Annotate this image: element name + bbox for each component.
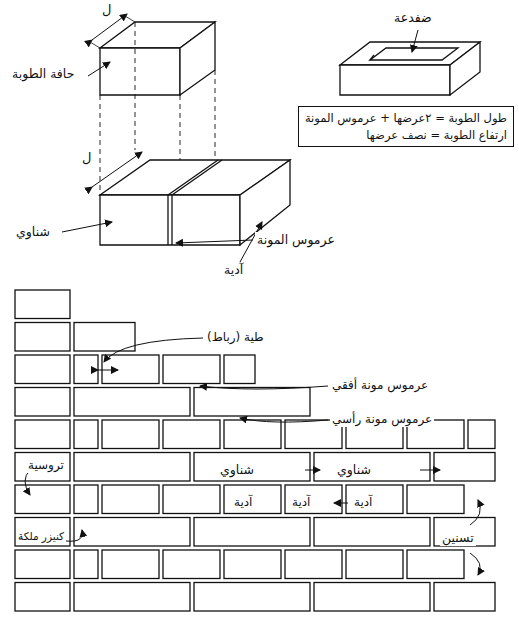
dimension-label: ل	[80, 150, 93, 166]
brick	[74, 453, 190, 482]
brick	[15, 290, 70, 319]
brick-label: شناوي	[218, 462, 256, 478]
brick	[224, 420, 281, 449]
brick	[224, 485, 281, 514]
brick	[15, 583, 70, 612]
brick	[194, 583, 310, 612]
brick-label: آدية	[352, 495, 374, 510]
part-label: شناوي	[14, 224, 52, 240]
brick	[74, 518, 190, 547]
brick	[314, 518, 430, 547]
brick	[194, 388, 310, 417]
brick	[15, 518, 70, 547]
part-label: تسنين	[440, 530, 476, 546]
brick	[163, 485, 220, 514]
brick	[434, 583, 495, 612]
brick	[407, 550, 464, 579]
brick	[74, 388, 190, 417]
brick	[314, 453, 430, 482]
brick	[15, 420, 70, 449]
brick	[285, 550, 342, 579]
brick-label: آدية	[232, 495, 254, 510]
single-brick	[100, 22, 215, 95]
brick	[434, 453, 495, 482]
brick	[102, 420, 159, 449]
brick	[74, 323, 135, 352]
brick-label: شناوي	[335, 462, 373, 478]
brick	[346, 485, 403, 514]
part-label: طية (رباط)	[205, 330, 266, 345]
brick	[224, 550, 281, 579]
part-label: آدية	[222, 262, 245, 278]
formula-text: ارتفاع الطوبة = نصف عرضها	[305, 127, 507, 144]
brick-wall	[15, 290, 495, 611]
brick	[468, 420, 495, 449]
brick	[74, 485, 98, 514]
brick-label: آدية	[290, 495, 312, 510]
brick	[314, 583, 430, 612]
brick	[102, 550, 159, 579]
wall-leaders	[25, 338, 480, 575]
brick	[74, 355, 98, 384]
brick	[407, 485, 464, 514]
part-label: عرموس المونة	[255, 232, 337, 248]
part-label: عرموس مونة رأسي	[330, 412, 434, 427]
part-label: عرموس مونة أفقي	[330, 378, 430, 393]
brick	[163, 355, 220, 384]
brick	[15, 485, 70, 514]
frog-brick	[340, 42, 480, 95]
brick	[15, 388, 70, 417]
part-label: حافة الطوبة	[10, 66, 76, 82]
brick	[74, 583, 190, 612]
brick	[102, 485, 159, 514]
brick	[15, 550, 70, 579]
brick	[224, 355, 255, 384]
brick	[15, 355, 70, 384]
brick	[285, 485, 342, 514]
brick	[74, 420, 98, 449]
part-label: ضفدعة	[392, 10, 434, 26]
brick	[74, 550, 98, 579]
part-label: تروسية	[26, 458, 66, 473]
brick	[15, 453, 70, 482]
brick	[194, 518, 310, 547]
brick	[434, 518, 495, 547]
brick	[102, 355, 159, 384]
brick	[163, 420, 220, 449]
formula-box: طول الطوبة = ٢عرضها + عرموس المونةارتفاع…	[298, 106, 514, 147]
brick	[163, 550, 220, 579]
dimension-label: ل	[100, 2, 113, 18]
part-label: كنيزر ملكة	[16, 530, 66, 543]
brick	[194, 453, 310, 482]
brick	[346, 550, 403, 579]
formula-text: طول الطوبة = ٢عرضها + عرموس المونة	[305, 110, 507, 127]
brick	[15, 323, 70, 352]
